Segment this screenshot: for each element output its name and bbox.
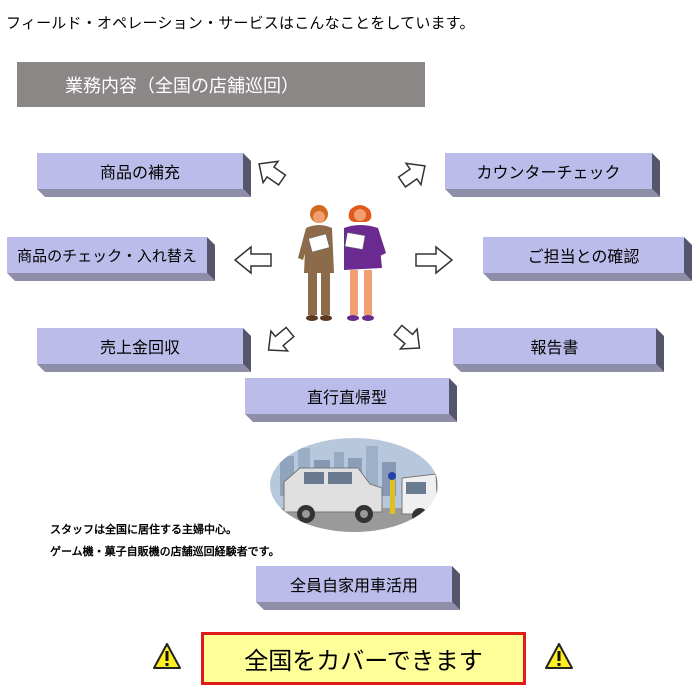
warning-icon [544,642,574,674]
task-label: 商品のチェック・入れ替え [7,237,207,273]
section-header: 業務内容（全国の店舗巡回） [17,62,425,107]
car-truck-illustration [270,438,438,533]
arrow-down-left-icon [267,326,295,352]
task-label: 売上金回収 [37,328,243,364]
arrow-up-left-icon [258,160,287,186]
task-box-confirm: ご担当との確認 [483,237,692,281]
coverage-banner: 全国をカバーできます [201,632,526,685]
task-box-swap: 商品のチェック・入れ替え [7,237,215,281]
task-box-vehicle: 全員自家用車活用 [256,566,460,610]
arrow-left-icon [233,245,272,275]
task-label: カウンターチェック [445,153,652,189]
task-label: 商品の補充 [37,153,243,189]
arrow-right-icon [415,245,454,275]
section-header-title: 業務内容（全国の店舗巡回） [65,75,299,97]
note-line-2: ゲーム機・菓子自販機の店舗巡回経験者です。 [50,545,280,558]
arrow-down-right-icon [393,324,421,350]
task-box-report: 報告書 [453,328,664,372]
note-line-1: スタッフは全国に居住する主婦中心。 [50,523,237,536]
coverage-banner-text: 全国をカバーできます [244,647,483,675]
task-box-collect: 売上金回収 [37,328,251,372]
task-box-restock: 商品の補充 [37,153,251,197]
task-label: ご担当との確認 [483,237,684,273]
task-label: 直行直帰型 [245,378,449,414]
warning-icon [152,642,182,674]
task-label: 報告書 [453,328,656,364]
task-label: 全員自家用車活用 [256,566,452,602]
arrow-up-right-icon [397,162,426,188]
intro-text: フィールド・オペレーション・サービスはこんなことをしています。 [6,14,475,32]
two-women-illustration [292,198,392,330]
task-box-direct: 直行直帰型 [245,378,457,422]
task-box-counter-check: カウンターチェック [445,153,660,197]
